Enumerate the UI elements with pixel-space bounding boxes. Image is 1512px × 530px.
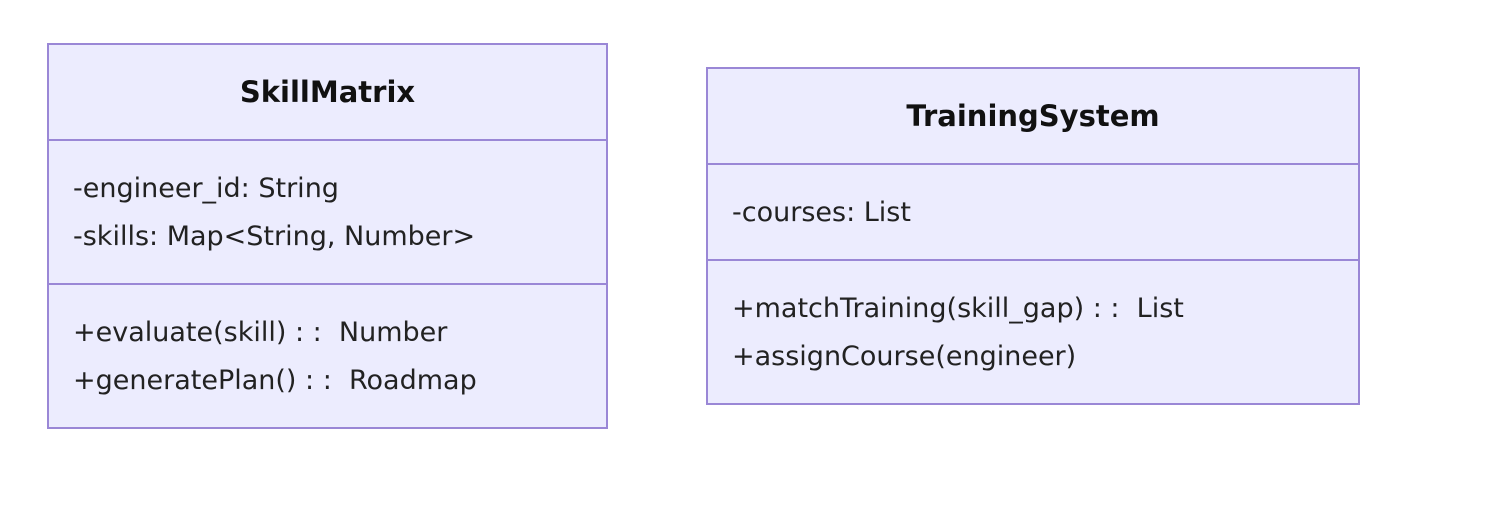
class-header: TrainingSystem (708, 69, 1358, 165)
attribute: -courses: List (732, 197, 911, 228)
class-name: TrainingSystem (906, 99, 1160, 133)
attributes-compartment: -engineer_id: String -skills: Map<String… (49, 141, 606, 285)
attribute: -engineer_id: String (73, 173, 339, 204)
class-box-trainingsystem[interactable]: TrainingSystem -courses: List +matchTrai… (706, 67, 1360, 405)
method: +generatePlan() : : Roadmap (73, 365, 477, 396)
methods-compartment: +evaluate(skill) : : Number +generatePla… (49, 285, 606, 405)
class-name: SkillMatrix (239, 75, 416, 109)
class-box-skillmatrix[interactable]: SkillMatrix -engineer_id: String -skills… (47, 43, 608, 429)
method: +assignCourse(engineer) (732, 341, 1077, 372)
method: +matchTraining(skill_gap) : : List (732, 293, 1184, 324)
methods-compartment: +matchTraining(skill_gap) : : List +assi… (708, 261, 1358, 381)
attribute: -skills: Map<String, Number> (73, 221, 476, 252)
attributes-compartment: -courses: List (708, 165, 1358, 261)
method: +evaluate(skill) : : Number (73, 317, 448, 348)
class-header: SkillMatrix (49, 45, 606, 141)
